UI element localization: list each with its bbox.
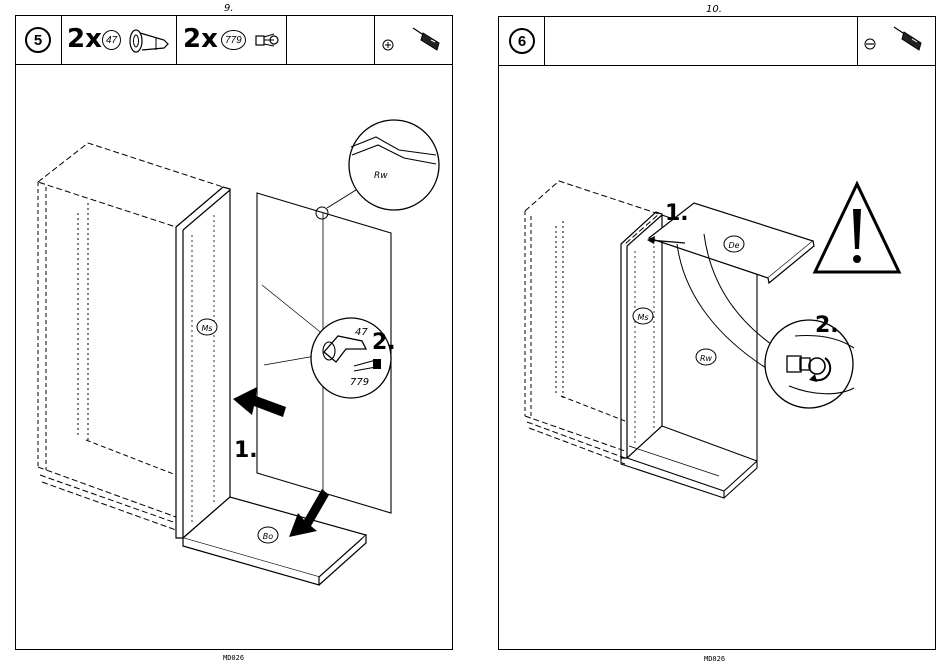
- detail-part-47: 47: [355, 327, 368, 338]
- panel-label-rw: Rw: [696, 349, 716, 365]
- panel-label-de: De: [724, 236, 744, 252]
- cam-lock-detail-callout: [765, 320, 854, 408]
- warning-triangle-icon: [815, 184, 899, 272]
- step-label-2: 2.: [815, 313, 839, 338]
- label-rw: Rw: [700, 354, 713, 363]
- detail-part-779: 779: [350, 377, 369, 388]
- step-number-cell: 6: [499, 17, 545, 65]
- edge-detail-callout: Rw: [349, 120, 439, 210]
- right-header-bar: 6: [499, 17, 935, 66]
- step-number-cell: 5: [16, 16, 62, 64]
- part-cell-779: 2x 779: [177, 16, 287, 64]
- tool-cell: [374, 16, 454, 64]
- label-ms: Ms: [201, 324, 212, 333]
- screwdriver-flat-icon: [858, 17, 934, 63]
- step-5-assembly-illustration: Ms Bo Rw 1.: [16, 65, 452, 650]
- cam-screw-icon: [254, 28, 280, 52]
- left-footer-code: MD026: [223, 654, 244, 662]
- screwdriver-phillips-icon: [375, 16, 451, 62]
- step-label-1: 1.: [234, 438, 258, 463]
- left-page-number: 9.: [224, 3, 234, 14]
- step-6-assembly-illustration: Ms Rw De 1.: [499, 66, 935, 650]
- middle-side-panel: [176, 187, 230, 538]
- step-number: 6: [509, 28, 535, 54]
- right-instruction-sheet: 6: [498, 16, 936, 650]
- label-bo: Bo: [263, 532, 273, 541]
- panel-label-ms: Ms: [633, 308, 653, 324]
- left-instruction-sheet: 5 2x 47 2x 779: [15, 15, 453, 650]
- part-number-badge: 779: [221, 30, 246, 50]
- step-label-1: 1.: [665, 201, 689, 226]
- part-quantity: 2x: [67, 24, 102, 54]
- middle-side-panel: [621, 212, 662, 458]
- label-de: De: [728, 241, 739, 250]
- existing-carcass-dashed: [38, 143, 223, 530]
- left-header-bar: 5 2x 47 2x 779: [16, 16, 452, 65]
- panel-label-bo: Bo: [258, 527, 278, 543]
- part-quantity: 2x: [183, 24, 218, 54]
- part-number-badge: 47: [102, 30, 121, 50]
- step-number: 5: [25, 27, 51, 53]
- part-cell-47: 2x 47: [62, 16, 177, 64]
- step-label-2: 2.: [372, 330, 396, 355]
- cam-lock-bolt-icon: [126, 26, 176, 56]
- callout-label: Rw: [374, 171, 388, 181]
- right-footer-code: MD026: [704, 655, 725, 663]
- right-page-number: 10.: [706, 4, 722, 15]
- tool-cell: [857, 17, 937, 65]
- label-ms: Ms: [637, 313, 648, 322]
- panel-label-ms: Ms: [197, 319, 217, 335]
